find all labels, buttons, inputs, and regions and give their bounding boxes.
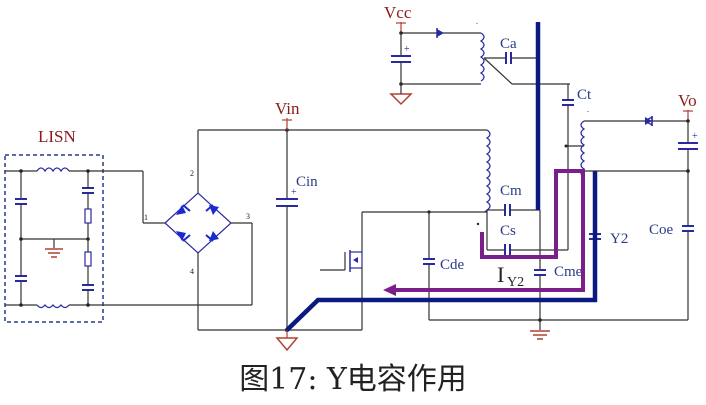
cm-label: Cm xyxy=(500,183,522,199)
lisn-cap-right-bottom xyxy=(82,284,94,291)
svg-text:+: + xyxy=(692,131,698,142)
lisn-cap-left-bottom xyxy=(15,275,27,282)
output-diode xyxy=(643,115,653,127)
bridge-pin-2: 2 xyxy=(190,169,194,178)
lisn-resistor-bottom xyxy=(84,251,92,267)
iy2-arrowhead-icon xyxy=(383,284,396,296)
cm-capacitor xyxy=(504,204,511,216)
secondary-winding xyxy=(580,120,586,178)
secondary-ground-icon xyxy=(530,330,550,340)
ct-label: Ct xyxy=(577,87,592,103)
ca-label: Ca xyxy=(500,36,517,52)
lisn-ground-icon xyxy=(45,248,63,258)
coe-capacitor xyxy=(682,225,694,232)
bridge-rectifier: 1 2 3 4 xyxy=(142,130,287,331)
primary-ground-icon xyxy=(275,337,299,352)
vin-bus: Vin + Cin xyxy=(198,99,487,352)
vo-label: Vo xyxy=(678,91,697,110)
vcc-diode xyxy=(436,28,444,38)
lisn-resistor-top xyxy=(84,208,92,224)
figure-caption: 图17: Y电容作用 xyxy=(239,362,467,397)
cs-label: Cs xyxy=(500,223,516,239)
svg-text:+: + xyxy=(404,44,410,55)
primary-winding xyxy=(484,129,491,213)
lisn-inductor-bottom xyxy=(36,303,70,309)
lisn-dashed-box xyxy=(4,154,104,323)
vcc-label: Vcc xyxy=(384,3,412,22)
iy2-subscript: Y2 xyxy=(507,275,524,290)
lisn-cap-left-top xyxy=(15,198,27,205)
vin-label: Vin xyxy=(275,99,300,118)
cme-capacitor xyxy=(534,269,546,276)
vcc-aux: Vcc + . Ca xyxy=(384,3,570,106)
lisn-cap-right-top xyxy=(82,187,94,194)
ct-capacitor xyxy=(562,99,574,106)
svg-text:+: + xyxy=(291,187,297,198)
ca-capacitor xyxy=(505,52,512,64)
common-mode-current-path-blue xyxy=(285,22,598,332)
aux-winding xyxy=(479,32,485,82)
svg-text:.: . xyxy=(587,105,589,114)
iy2-label: I xyxy=(497,262,504,287)
bridge-pin-1: 1 xyxy=(144,213,148,222)
bridge-pin-3: 3 xyxy=(246,212,250,221)
circuit-diagram: LISN xyxy=(4,3,698,352)
lisn-label: LISN xyxy=(38,127,76,146)
mosfet xyxy=(320,250,363,272)
cs-capacitor xyxy=(504,244,511,256)
lisn-inductor-top xyxy=(36,167,70,173)
iy2-current-path-purple xyxy=(395,169,585,292)
svg-text:.: . xyxy=(476,17,478,26)
bridge-pin-4: 4 xyxy=(190,267,194,276)
cme-label: Cme xyxy=(554,264,583,280)
vcc-ground-icon xyxy=(389,93,413,106)
lisn-block: LISN xyxy=(4,127,200,323)
coe-label: Coe xyxy=(649,222,674,238)
bridge-diodes xyxy=(176,204,219,242)
cde-capacitor xyxy=(423,258,435,265)
cin-label: Cin xyxy=(296,174,318,190)
cde-label: Cde xyxy=(440,257,465,273)
secondary-side: . Vo + Coe xyxy=(580,91,698,320)
y2-label: Y2 xyxy=(610,231,628,247)
